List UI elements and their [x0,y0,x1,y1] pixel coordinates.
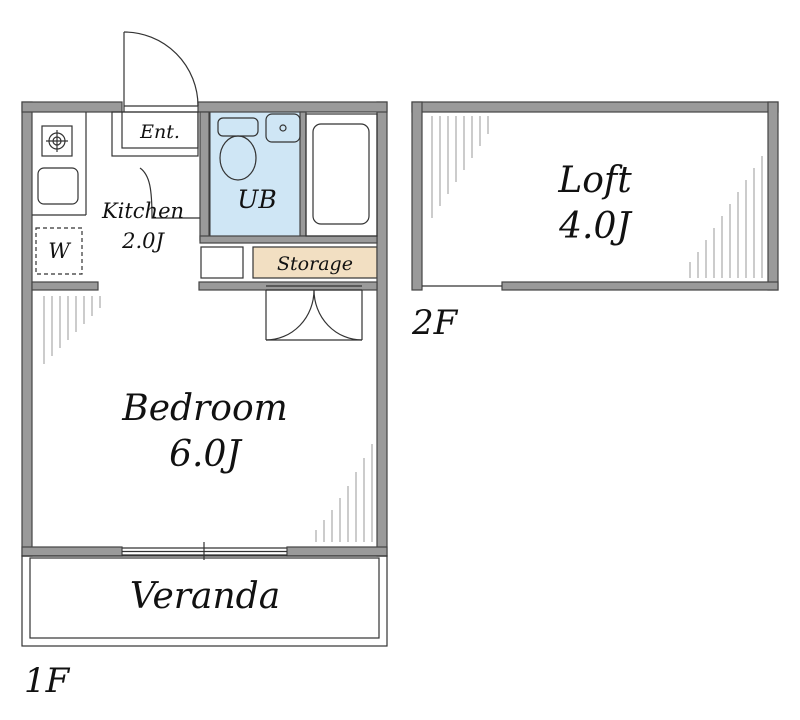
sink-icon [37,167,79,205]
kitchen-label: Kitchen [101,199,184,223]
toilet-icon [217,117,259,181]
kitchen-size-label: 2.0J [121,229,165,253]
gas-burner-icon [41,125,73,157]
bedroom-window [122,542,287,560]
bedroom-size-label: 6.0J [169,434,243,475]
washbasin-icon [265,113,301,143]
wall-bedroom-left-seg [31,281,99,291]
loft-hatching [431,116,763,278]
shoe-box [200,246,244,279]
veranda-label: Veranda [130,576,280,617]
first-floor-label: 1F [24,661,71,701]
entrance-label: Ent. [139,121,180,143]
loft-wall-bottom [501,281,779,291]
wall-ub-left [199,111,210,241]
veranda-inner [29,557,380,639]
loft-wall-top [411,101,779,113]
entrance-door[interactable] [123,31,199,112]
wall-left [21,101,33,557]
second-floor-label: 2F [411,303,459,343]
wall-ub-bottom [199,235,378,244]
bedroom-label: Bedroom [121,388,288,429]
loft-label: Loft [557,160,632,201]
wall-bottom-left [21,546,123,557]
wall-bottom-right [286,546,388,557]
storage-box [252,246,378,279]
unit-bath-area [209,111,301,237]
wall-ub-right [299,111,307,237]
washer-space [35,227,83,275]
storage-label: Storage [277,253,353,275]
wall-top-left [21,101,123,113]
loft-wall-right [767,101,779,291]
loft-size-label: 4.0J [558,206,633,247]
washer-label: W [48,239,72,263]
wall-top-right [197,101,388,113]
second-floor: Loft 4.0J 2F [411,101,779,343]
bedroom-hatching [43,296,373,542]
kitchen-partition [139,167,200,219]
veranda-outline [21,555,388,647]
unit-bath-label: UB [237,185,276,214]
bathtub-icon [305,113,378,237]
entrance-step [111,111,199,157]
wall-right [376,101,388,557]
loft-wall-left [411,101,423,291]
kitchen-counter [32,112,87,216]
storage-doors[interactable] [265,285,363,341]
first-floor: Ent. Kitchen 2.0J UB W Storage Bedroom 6… [21,31,388,701]
